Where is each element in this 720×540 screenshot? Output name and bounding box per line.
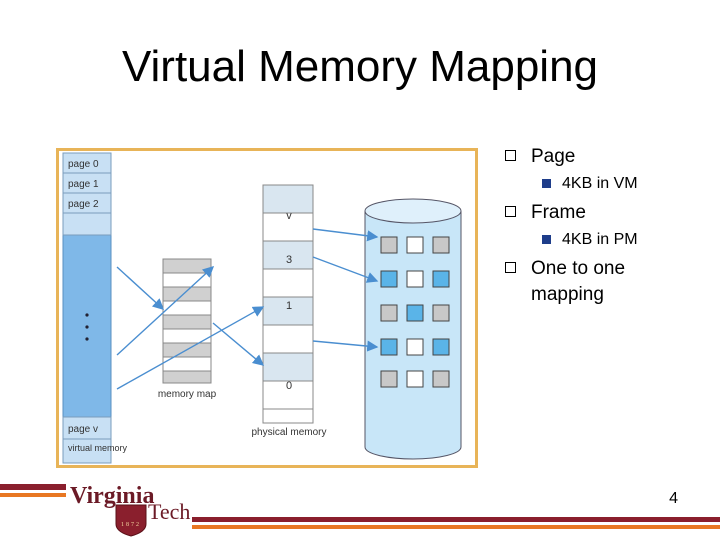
footer-stripe-maroon — [192, 517, 720, 522]
sub-bullet-text: 4KB in VM — [562, 175, 638, 192]
footer-stripe-orange — [192, 525, 720, 529]
virtual-memory-figure: page 0 page 1 page 2 page v virtual memo… — [56, 148, 478, 468]
checkbox-bullet-icon — [505, 150, 516, 161]
sub-bullet: 4KB in PM — [505, 230, 705, 250]
page-number: 4 — [669, 490, 678, 507]
checkbox-bullet-icon — [505, 206, 516, 217]
virtual-memory-label-cell — [62, 438, 112, 464]
sub-bullet: 4KB in VM — [505, 174, 705, 194]
virginia-tech-logo: Virginia 1872 Tech — [70, 483, 190, 537]
square-bullet-icon — [542, 235, 551, 244]
frame-label: 0 — [286, 380, 292, 392]
memory-map-label: memory map — [158, 389, 217, 400]
memory-map — [162, 258, 212, 384]
frame-label: v — [286, 210, 292, 222]
square-bullet-icon — [542, 179, 551, 188]
footer-stripe-maroon — [0, 484, 66, 490]
bullet-text: Frame — [531, 202, 586, 223]
bullet-page: Page — [505, 144, 705, 170]
bullet-mapping: One to one mapping — [505, 256, 681, 308]
frame-label: 3 — [286, 254, 292, 266]
mapping-arrows — [116, 228, 379, 390]
ellipsis-dot — [85, 325, 89, 329]
virtual-memory-label-text: virtual memory — [68, 443, 128, 453]
bullet-frame: Frame — [505, 200, 705, 226]
slide-title: Virtual Memory Mapping — [121, 42, 599, 91]
virtual-memory-label: virtual memory — [68, 443, 128, 453]
bullet-text: Page — [531, 146, 576, 167]
checkbox-bullet-icon — [505, 262, 516, 273]
bullet-text: One to one mapping — [531, 258, 626, 305]
virtual-page-label: page 2 — [68, 199, 99, 210]
logo-name-top: Virginia — [70, 483, 154, 509]
disk-icon — [364, 198, 462, 460]
mapping-diagram: page 0 page 1 page 2 page v virtual memo… — [62, 152, 462, 464]
logo-shield-icon — [115, 504, 147, 537]
bullet-list: Page 4KB in VM Frame 4KB in PM One to on… — [505, 144, 705, 308]
logo-name-bottom: Tech — [148, 499, 190, 524]
virtual-page-last-label: page v — [68, 424, 98, 435]
virtual-page-label: page 0 — [68, 159, 99, 170]
physical-memory-label: physical memory — [251, 427, 326, 438]
ellipsis-dot — [85, 313, 89, 317]
footer-stripe-orange — [0, 493, 66, 497]
ellipsis-dot — [85, 337, 89, 341]
frame-label: 1 — [286, 300, 292, 312]
physical-memory-column — [262, 184, 314, 424]
sub-bullet-text: 4KB in PM — [562, 231, 638, 248]
virtual-page-cell — [62, 212, 112, 236]
logo-year: 1872 — [121, 522, 141, 528]
virtual-page-label: page 1 — [68, 179, 99, 190]
